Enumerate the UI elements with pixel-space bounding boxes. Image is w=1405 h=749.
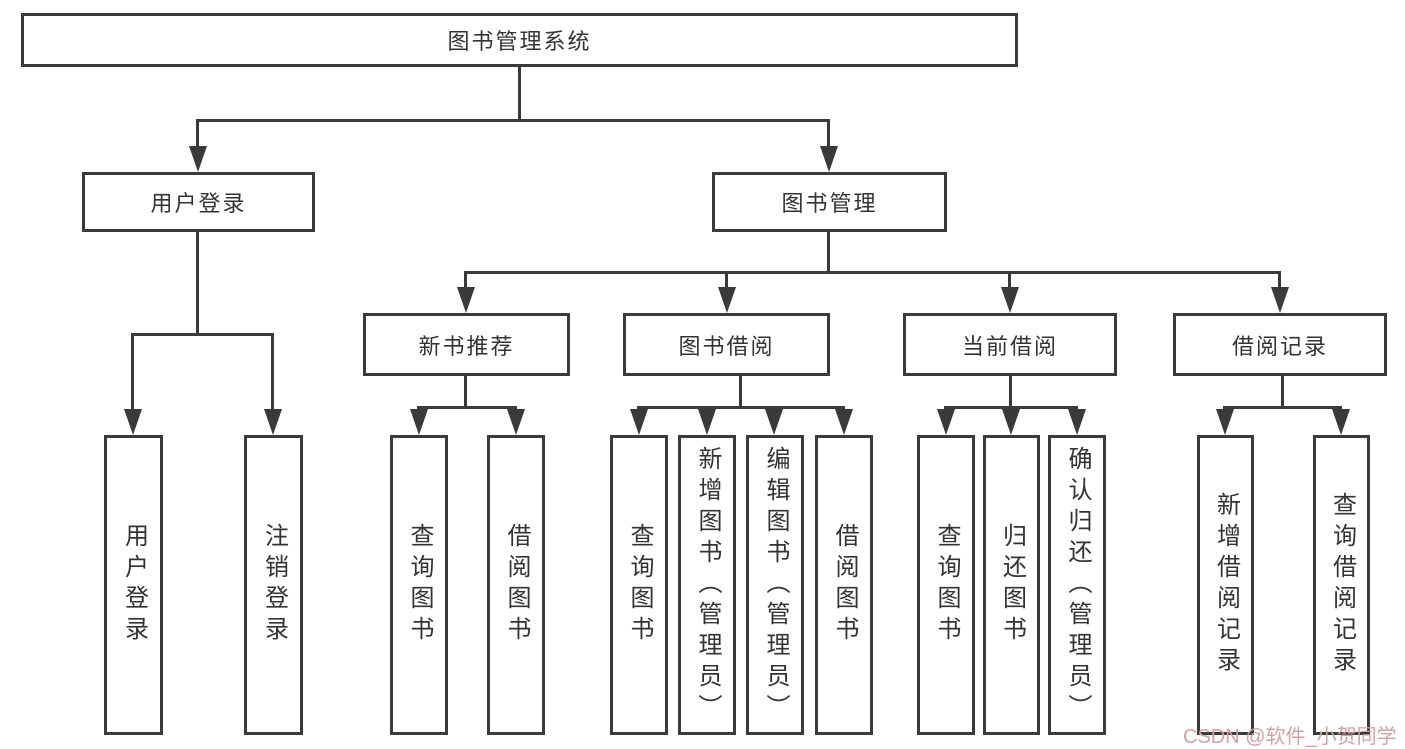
- arrow-down-brquery: [1332, 409, 1350, 435]
- leaf-cb-confirm-return: 确认归还（管理员）: [1048, 435, 1106, 735]
- arrow-down-recquery: [410, 409, 428, 435]
- leaf-br-query-record: 查询借阅记录: [1313, 435, 1370, 735]
- connector-userlogin-stem: [196, 119, 199, 149]
- node-book-borrow: 图书借阅: [623, 313, 830, 376]
- node-user-login: 用户登录: [82, 172, 315, 232]
- arrow-down-bbquery: [630, 409, 648, 435]
- connector-bookborrow-rail: [639, 406, 844, 409]
- node-root: 图书管理系统: [21, 13, 1018, 67]
- arrow-down-currentborrow: [1001, 287, 1019, 313]
- arrow-down-cbreturn: [1002, 409, 1020, 435]
- node-new-book-recommend-label: 新书推荐: [418, 333, 515, 359]
- connector-newbookrec-drop: [464, 376, 467, 407]
- connector-userlogin-rail: [133, 333, 273, 336]
- leaf-rec-query-book: 查询图书: [390, 435, 448, 735]
- connector-level3-rail: [466, 271, 1280, 274]
- arrow-down-logout: [264, 409, 282, 435]
- leaf-rec-query-book-label: 查询图书: [406, 523, 433, 647]
- leaf-cb-query-book: 查询图书: [917, 435, 975, 735]
- leaf-bb-borrow-book: 借阅图书: [815, 435, 873, 735]
- leaf-bb-query-book-label: 查询图书: [626, 523, 653, 647]
- connector-borrowrecord-drop: [1281, 376, 1284, 407]
- connector-bookmgmt-drop: [827, 232, 830, 272]
- connector-logout-stem: [271, 333, 274, 412]
- leaf-cb-return-book-label: 归还图书: [998, 523, 1026, 647]
- arrow-down-cbconfirm: [1068, 409, 1086, 435]
- connector-level2-rail: [197, 119, 830, 122]
- arrow-down-cbquery: [937, 409, 955, 435]
- arrow-down-login: [124, 409, 142, 435]
- arrow-down-recborrow: [507, 409, 525, 435]
- arrow-down-bookmgmt: [820, 146, 838, 172]
- node-current-borrow: 当前借阅: [903, 313, 1117, 376]
- arrow-down-borrowrecord: [1271, 287, 1289, 313]
- arrow-down-bradd: [1216, 409, 1234, 435]
- node-root-label: 图书管理系统: [447, 29, 592, 54]
- arrow-down-userlogin: [189, 146, 207, 172]
- leaf-bb-add-book: 新增图书（管理员）: [678, 435, 736, 735]
- connector-borrowrecord-rail: [1225, 406, 1341, 409]
- connector-currentborrow-drop: [1009, 376, 1012, 407]
- node-book-borrow-label: 图书借阅: [678, 333, 775, 359]
- connector-root-drop: [518, 67, 521, 120]
- connector-borrowrecord-stem: [1278, 271, 1281, 291]
- connector-login-stem: [131, 333, 134, 412]
- leaf-bb-borrow-book-label: 借阅图书: [831, 523, 858, 647]
- connector-bookmgmt-stem: [827, 119, 830, 149]
- node-new-book-recommend: 新书推荐: [363, 313, 570, 376]
- connector-userlogin-drop: [196, 232, 199, 335]
- leaf-user-login-label: 用户登录: [120, 523, 148, 647]
- arrow-down-bbborrow: [835, 409, 853, 435]
- leaf-cb-confirm-return-label: 确认归还（管理员）: [1064, 445, 1091, 725]
- csdn-watermark: CSDN @软件_小贺同学: [1183, 726, 1397, 748]
- leaf-bb-query-book: 查询图书: [610, 435, 668, 735]
- leaf-cb-query-book-label: 查询图书: [933, 523, 960, 647]
- leaf-br-add-record-label: 新增借阅记录: [1212, 492, 1240, 678]
- node-borrow-record-label: 借阅记录: [1231, 333, 1328, 359]
- connector-newbookrec-rail: [419, 406, 516, 409]
- leaf-cb-return-book: 归还图书: [983, 435, 1040, 735]
- leaf-user-login: 用户登录: [104, 435, 163, 735]
- node-current-borrow-label: 当前借阅: [961, 333, 1058, 359]
- node-book-management-label: 图书管理: [781, 191, 878, 216]
- arrow-down-bbedit: [765, 409, 783, 435]
- leaf-bb-edit-book: 编辑图书（管理员）: [746, 435, 804, 735]
- leaf-rec-borrow-book: 借阅图书: [487, 435, 545, 735]
- leaf-bb-add-book-label: 新增图书（管理员）: [694, 445, 721, 725]
- arrow-down-bbadd: [698, 409, 716, 435]
- arrow-down-bookborrow: [718, 287, 736, 313]
- node-user-login-label: 用户登录: [150, 191, 247, 216]
- node-book-management: 图书管理: [712, 172, 947, 232]
- connector-bookborrow-drop: [739, 376, 742, 407]
- arrow-down-newbookrec: [457, 287, 475, 313]
- leaf-br-add-record: 新增借阅记录: [1197, 435, 1254, 735]
- connector-newbookrec-stem: [464, 271, 467, 291]
- connector-bookborrow-stem: [725, 271, 728, 291]
- connector-currentborrow-stem: [1008, 271, 1011, 291]
- leaf-br-query-record-label: 查询借阅记录: [1328, 492, 1356, 678]
- leaf-bb-edit-book-label: 编辑图书（管理员）: [762, 445, 789, 725]
- leaf-logout-label: 注销登录: [260, 523, 288, 647]
- leaf-rec-borrow-book-label: 借阅图书: [503, 523, 530, 647]
- node-borrow-record: 借阅记录: [1173, 313, 1387, 376]
- leaf-logout: 注销登录: [244, 435, 303, 735]
